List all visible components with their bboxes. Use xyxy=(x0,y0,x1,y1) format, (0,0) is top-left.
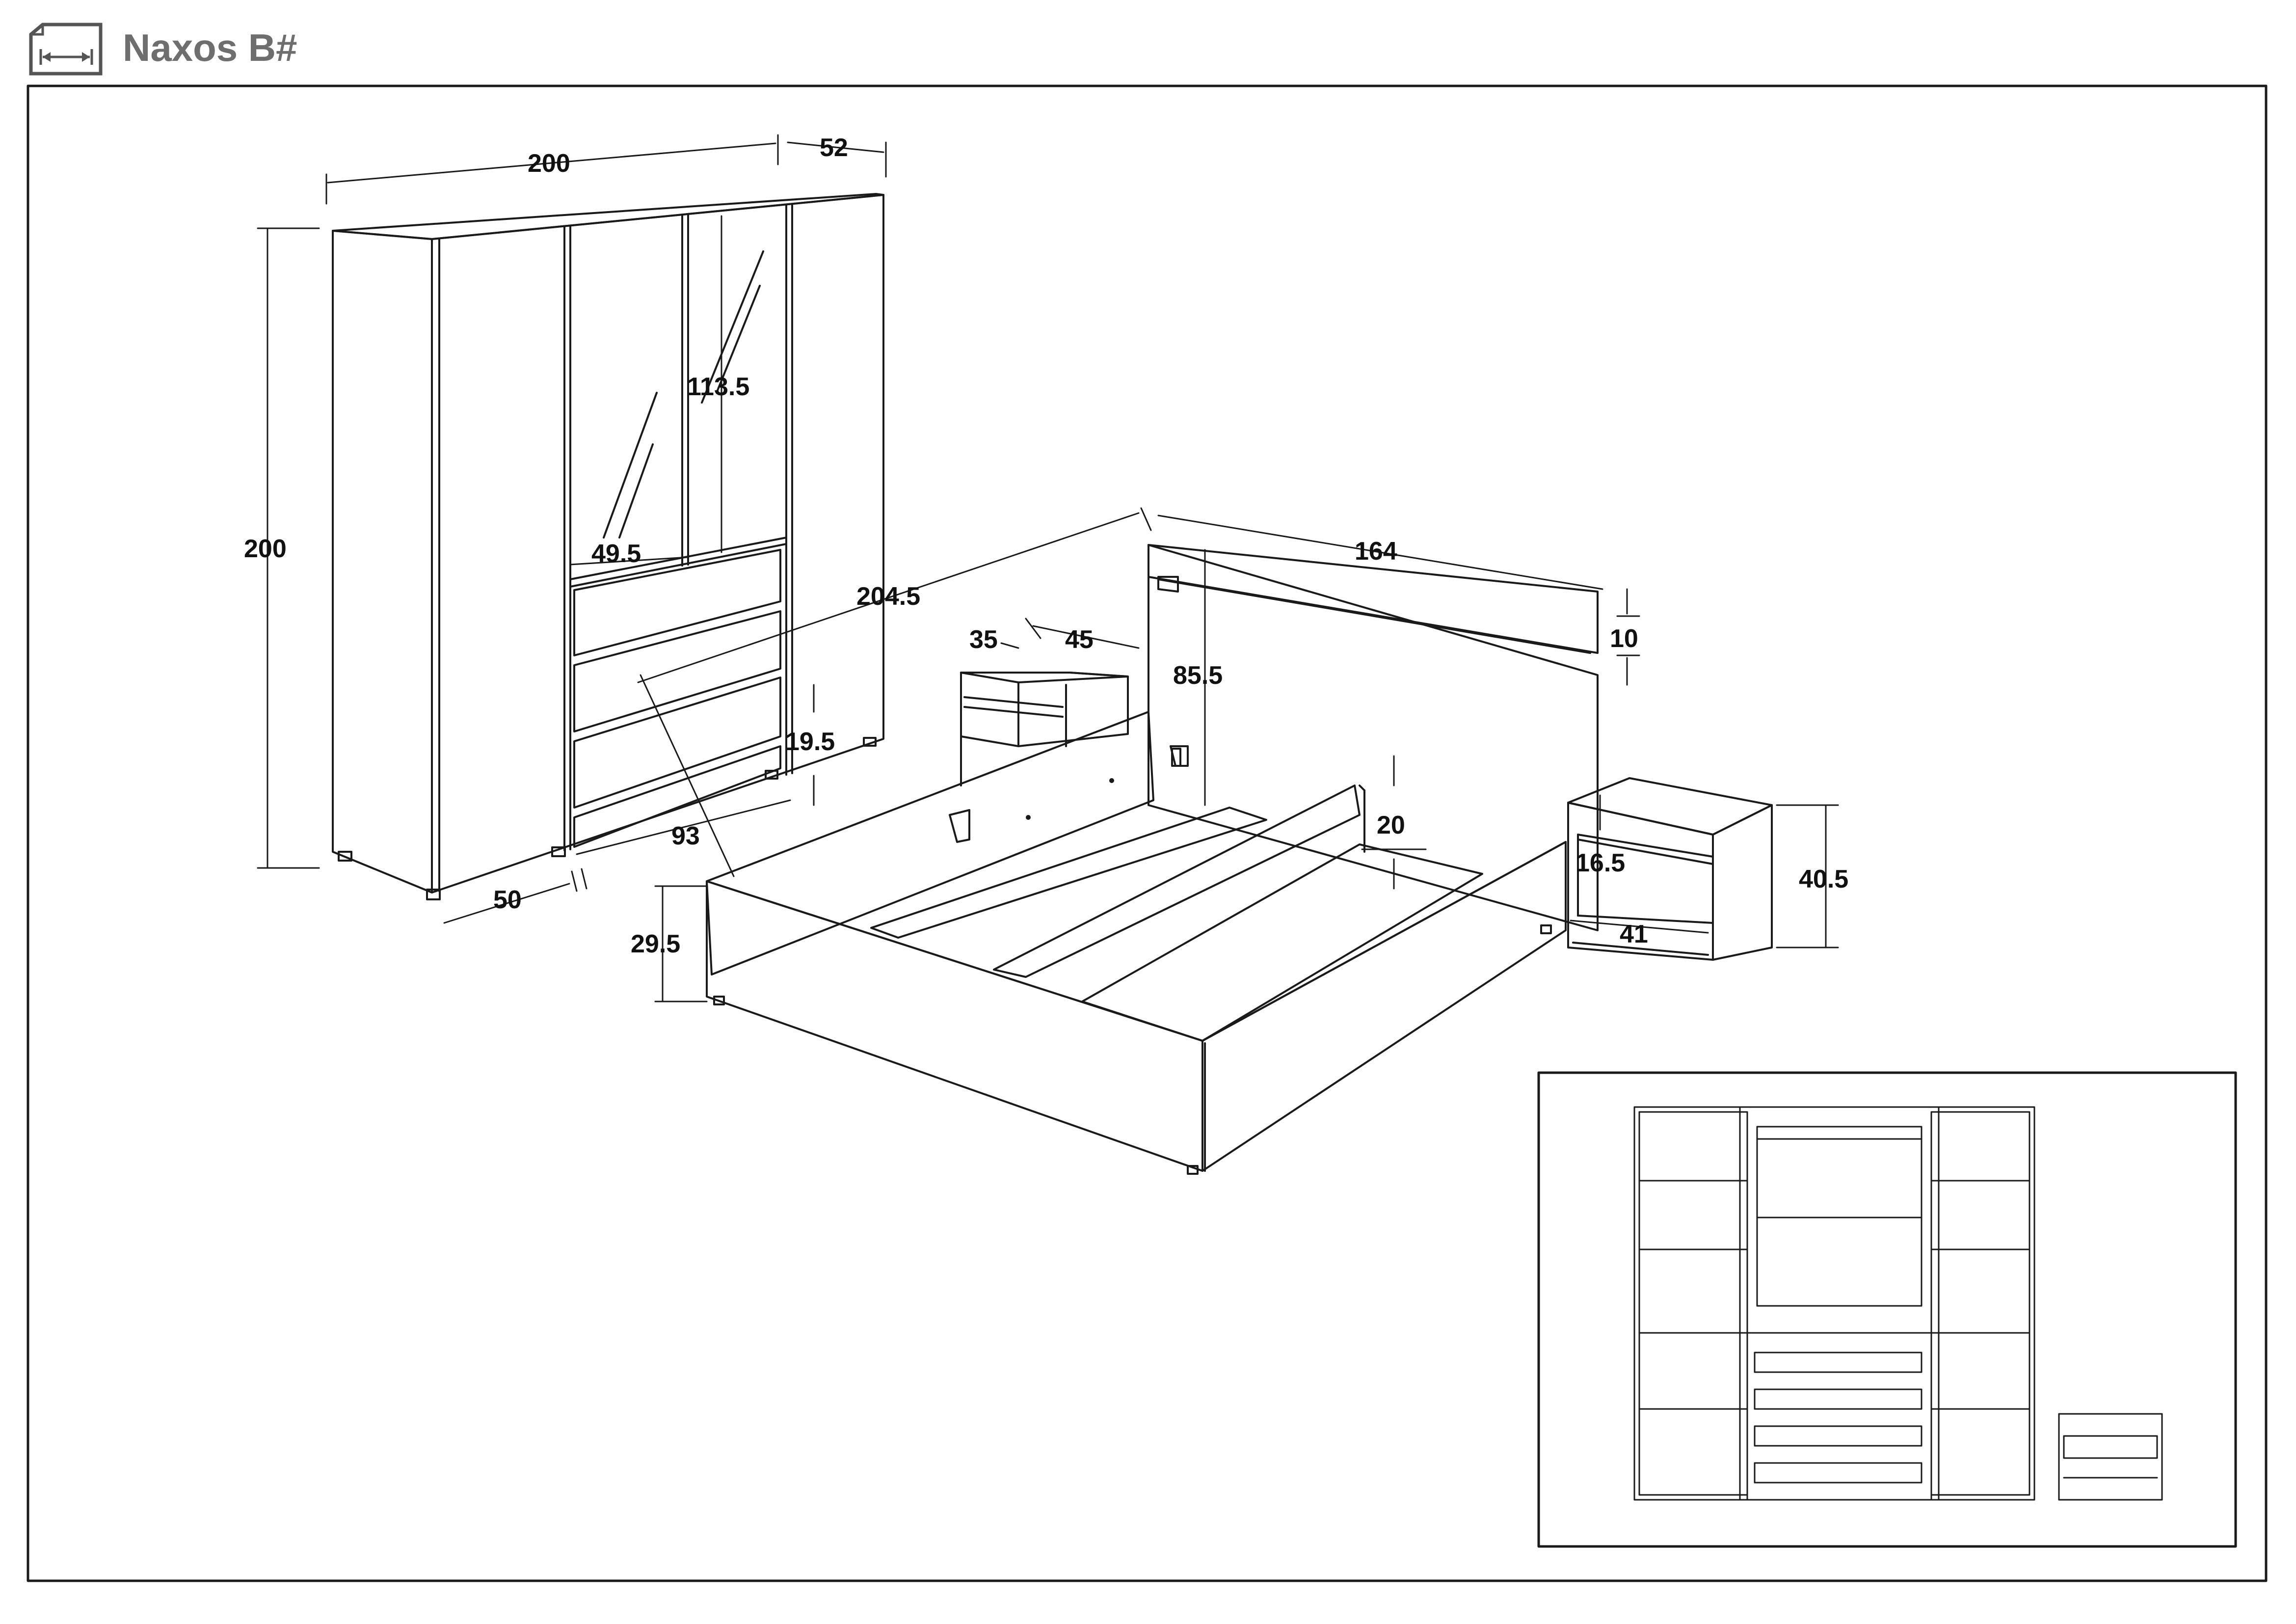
dim-drawer-width: 93 xyxy=(671,822,700,850)
dim-nightstand-height: 40.5 xyxy=(1799,865,1848,893)
dim-wardrobe-height: 200 xyxy=(244,535,287,563)
dim-nightstand-drawer: 16.5 xyxy=(1575,849,1625,877)
page-title: Naxos B# xyxy=(123,26,297,69)
dim-nightstand-width: 41 xyxy=(1620,920,1648,948)
dim-wardrobe-width: 200 xyxy=(528,149,570,178)
nightstand-left xyxy=(960,672,1129,786)
nightstand-right xyxy=(1567,777,1773,961)
dimension-labels: 200 52 200 113.5 49.5 19.5 93 50 204.5 1… xyxy=(244,134,1848,958)
dim-bed-width: 164 xyxy=(1355,537,1397,566)
inset-front-view xyxy=(1537,1071,2237,1548)
dim-drawer-height: 19.5 xyxy=(785,728,835,756)
dim-mirror-width: 49.5 xyxy=(591,540,641,568)
dim-mirror-height: 113.5 xyxy=(687,373,749,401)
dimension-lines xyxy=(257,134,1839,1002)
dim-headboard-band: 10 xyxy=(1610,624,1638,653)
dim-headboard-height: 85.5 xyxy=(1173,661,1223,690)
dim-wardrobe-depth: 52 xyxy=(820,134,848,162)
dim-side-rail: 20 xyxy=(1377,811,1405,839)
drawing-frame xyxy=(27,84,2268,1582)
dim-drawer-depth: 50 xyxy=(493,886,522,914)
bed xyxy=(706,544,1599,1175)
dim-nightstand-left-depth: 35 xyxy=(969,625,998,654)
dim-bed-frame-height: 29.5 xyxy=(631,930,680,958)
dim-nightstand-left-width: 45 xyxy=(1065,625,1094,654)
width-dimension-icon xyxy=(29,23,103,76)
dim-bed-length: 204.5 xyxy=(856,582,920,611)
wardrobe xyxy=(332,193,884,900)
